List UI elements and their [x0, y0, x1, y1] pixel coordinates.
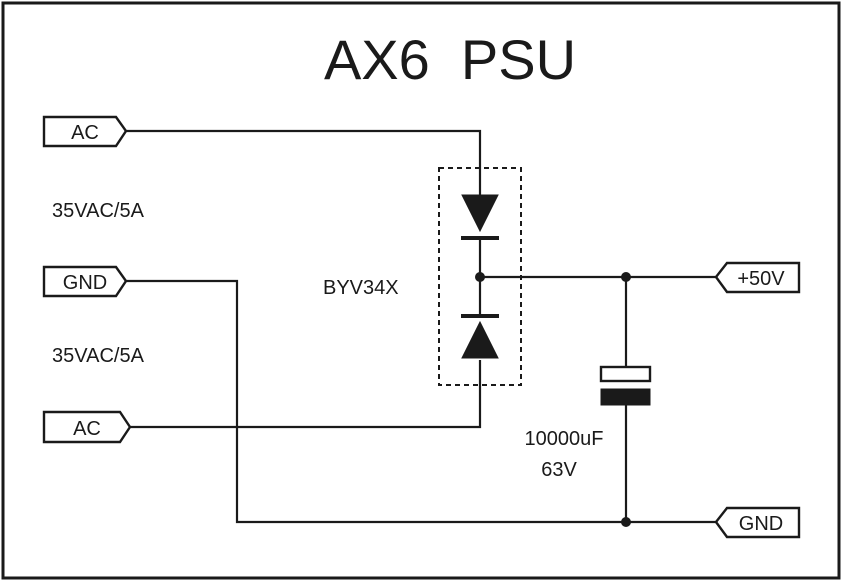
- diode-upper: [461, 194, 499, 240]
- rectifier-part-label: BYV34X: [323, 277, 399, 299]
- connector-ac-top: [42, 115, 128, 148]
- connector-gnd-output-label: GND: [739, 513, 783, 535]
- capacitor-voltage-label: 63V: [541, 459, 577, 481]
- connector-gnd-input: [42, 265, 128, 298]
- rectifier-package-outline: [438, 167, 522, 386]
- junction-dot-cap-bottom: [621, 517, 631, 527]
- junction-dot-diodes: [475, 272, 485, 282]
- wire-ac-top: [126, 129, 482, 195]
- capacitor-value-label: 10000uF: [525, 428, 604, 450]
- connector-gnd-output: [714, 506, 801, 539]
- capacitor-symbol: [599, 365, 652, 406]
- junction-dot-cap-top: [621, 272, 631, 282]
- schematic-title: AX6 PSU: [324, 28, 576, 91]
- connector-ac-bottom-label: AC: [73, 418, 101, 440]
- connector-ac-bottom: [42, 410, 132, 444]
- wire-gnd-rail: [126, 279, 716, 524]
- connector-plus50-label: +50V: [737, 268, 785, 290]
- wire-ac-bottom: [130, 360, 482, 429]
- connector-ac-top-label: AC: [71, 122, 99, 144]
- connector-plus50-output: [714, 261, 801, 294]
- diode-lower: [461, 314, 499, 359]
- connector-gnd-input-label: GND: [63, 272, 107, 294]
- rating-label-top: 35VAC/5A: [52, 200, 145, 222]
- rating-label-bottom: 35VAC/5A: [52, 345, 145, 367]
